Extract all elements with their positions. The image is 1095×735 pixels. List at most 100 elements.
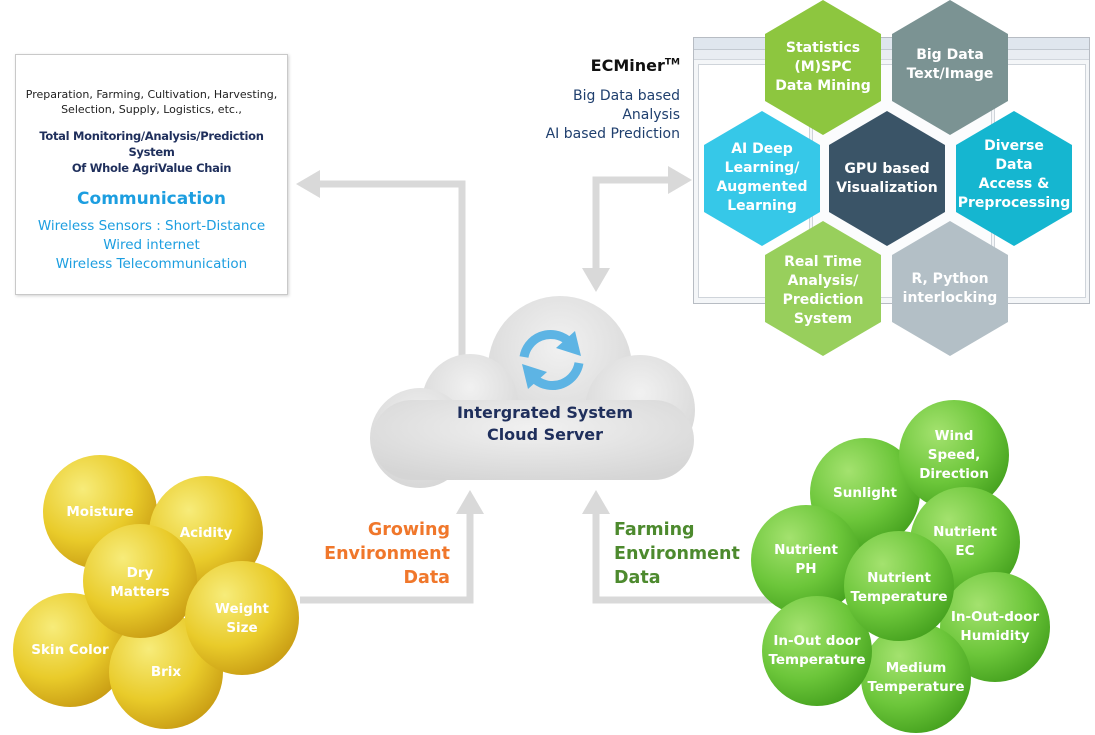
hex-text: Big Data xyxy=(916,47,984,63)
hex-ai-learning xyxy=(704,111,820,246)
label-moisture: Moisture xyxy=(66,504,134,520)
label-humidity: In-Out-door Humidity xyxy=(950,609,1040,644)
info-line-1: Preparation, Farming, Cultivation, Harve… xyxy=(25,88,278,101)
cloud-line: Intergrated System xyxy=(456,403,634,422)
communication-item: Wired internet xyxy=(103,237,200,253)
label-nutrient-ph: Nutrient PH xyxy=(774,542,838,577)
circle-inout-temp xyxy=(762,596,872,706)
label-inout-temp: In-Out door Temperature xyxy=(768,633,866,668)
label-nutrient-ec: Nutrient EC xyxy=(933,524,997,559)
arrowhead-right-icon xyxy=(668,166,692,194)
growing-text: Data xyxy=(403,568,450,588)
circle-weight-size xyxy=(185,561,299,675)
arrowhead-up-icon xyxy=(582,490,610,514)
hex-text: Diverse xyxy=(984,138,1044,154)
arrowhead-left-icon xyxy=(296,170,320,198)
growing-text: Environment xyxy=(324,544,450,564)
circle-dry-matters xyxy=(83,524,197,638)
arrow-cloud-to-ecminer xyxy=(592,176,670,270)
hex-text: Statistics xyxy=(785,40,861,56)
hex-text: Learning xyxy=(727,198,797,214)
farming-text: Environment xyxy=(614,544,740,564)
arrowhead-down-icon xyxy=(582,268,610,292)
hex-statistics xyxy=(765,0,881,135)
hex-text: Text/Image xyxy=(906,66,994,82)
ecminer-line: AI based Prediction xyxy=(545,126,680,142)
info-title-1: Total Monitoring/Analysis/Prediction Sys… xyxy=(39,129,264,159)
circle-nutrient-ph xyxy=(751,505,861,615)
label-wind: Wind Speed, Direction xyxy=(919,428,989,482)
arrowhead-up-icon xyxy=(456,490,484,514)
hex-text: R, Python xyxy=(911,271,989,287)
hex-text: Preprocessing xyxy=(957,195,1071,211)
communication-list: Wireless Sensors : Short-Distance Wired … xyxy=(16,217,287,274)
hex-text: interlocking xyxy=(902,290,998,306)
hex-label-gpu: GPU based Visualization xyxy=(827,160,947,198)
hex-text: System xyxy=(793,311,853,327)
hex-diverse-data xyxy=(956,111,1072,246)
hex-text: Prediction xyxy=(782,292,864,308)
label-medium-temp: Medium Temperature xyxy=(867,660,965,695)
connector-arrows xyxy=(300,176,790,604)
farming-text: Data xyxy=(614,568,661,588)
hex-text: Data Mining xyxy=(775,78,871,94)
circle-wind xyxy=(899,400,1009,510)
hex-gpu xyxy=(829,111,945,246)
arrow-heads xyxy=(296,166,692,514)
cloud-server-label: Intergrated System Cloud Server xyxy=(415,402,675,446)
hex-shapes xyxy=(704,0,1072,356)
circle-nutrient-temp xyxy=(844,531,954,641)
hex-text: Learning/ xyxy=(724,160,800,176)
hex-real-time xyxy=(765,221,881,356)
ecminer-name: ECMiner xyxy=(590,56,665,75)
hex-label-statistics: Statistics (M)SPC Data Mining xyxy=(763,39,883,96)
label-sunlight: Sunlight xyxy=(833,485,897,501)
hex-big-data xyxy=(892,0,1008,135)
label-skin-color: Skin Color xyxy=(31,642,109,658)
info-line-2: Selection, Supply, Logistics, etc., xyxy=(61,103,242,116)
label-dry-matters: Dry Matters xyxy=(110,565,170,600)
label-nutrient-temp: Nutrient Temperature xyxy=(850,570,948,605)
arrow-farming-to-cloud xyxy=(592,510,790,604)
hex-text: Access & xyxy=(978,176,1050,192)
trademark: TM xyxy=(664,57,680,68)
hex-text: Data xyxy=(995,157,1033,173)
farming-environment-label: Farming Environment Data xyxy=(614,518,740,590)
circle-medium-temp xyxy=(861,623,971,733)
growing-text: Growing xyxy=(367,520,450,540)
hex-label-ai-learning: AI Deep Learning/ Augmented Learning xyxy=(702,140,822,216)
hex-text: Visualization xyxy=(836,180,938,196)
arrow-growing-to-cloud xyxy=(300,510,474,604)
communication-item: Wireless Sensors : Short-Distance xyxy=(37,218,266,234)
sync-icon xyxy=(519,329,584,391)
hex-text: AI Deep xyxy=(731,141,793,157)
label-acidity: Acidity xyxy=(179,525,233,541)
ecminer-line: Big Data based xyxy=(573,88,680,104)
hex-text: Analysis/ xyxy=(787,273,859,289)
hex-label-python: R, Python interlocking xyxy=(890,270,1010,308)
hex-label-diverse-data: Diverse Data Access & Preprocessing xyxy=(954,137,1074,213)
farming-text: Farming xyxy=(614,520,695,540)
ecminer-line: Analysis xyxy=(622,107,680,123)
cloud-line: Cloud Server xyxy=(486,425,604,444)
hex-label-big-data: Big Data Text/Image xyxy=(890,46,1010,84)
info-box: Preparation, Farming, Cultivation, Harve… xyxy=(15,54,288,295)
hex-python xyxy=(892,221,1008,356)
cloud-shape xyxy=(370,296,695,488)
arrow-cloud-to-infobox xyxy=(318,180,466,360)
growing-environment-label: Growing Environment Data xyxy=(324,518,450,590)
communication-heading: Communication xyxy=(77,189,226,209)
label-weight-size: Weight Size xyxy=(215,601,269,636)
circle-humidity xyxy=(940,572,1050,682)
hex-label-real-time: Real Time Analysis/ Prediction System xyxy=(763,253,883,329)
circle-skin-color xyxy=(13,593,127,707)
hex-text: (M)SPC xyxy=(794,59,852,75)
hex-text: Augmented xyxy=(716,179,808,195)
farming-circles xyxy=(751,400,1050,733)
info-title-2: Of Whole AgriValue Chain xyxy=(71,161,232,175)
communication-item: Wireless Telecommunication xyxy=(55,256,248,272)
label-brix: Brix xyxy=(150,664,182,680)
hex-text: GPU based xyxy=(844,161,930,177)
